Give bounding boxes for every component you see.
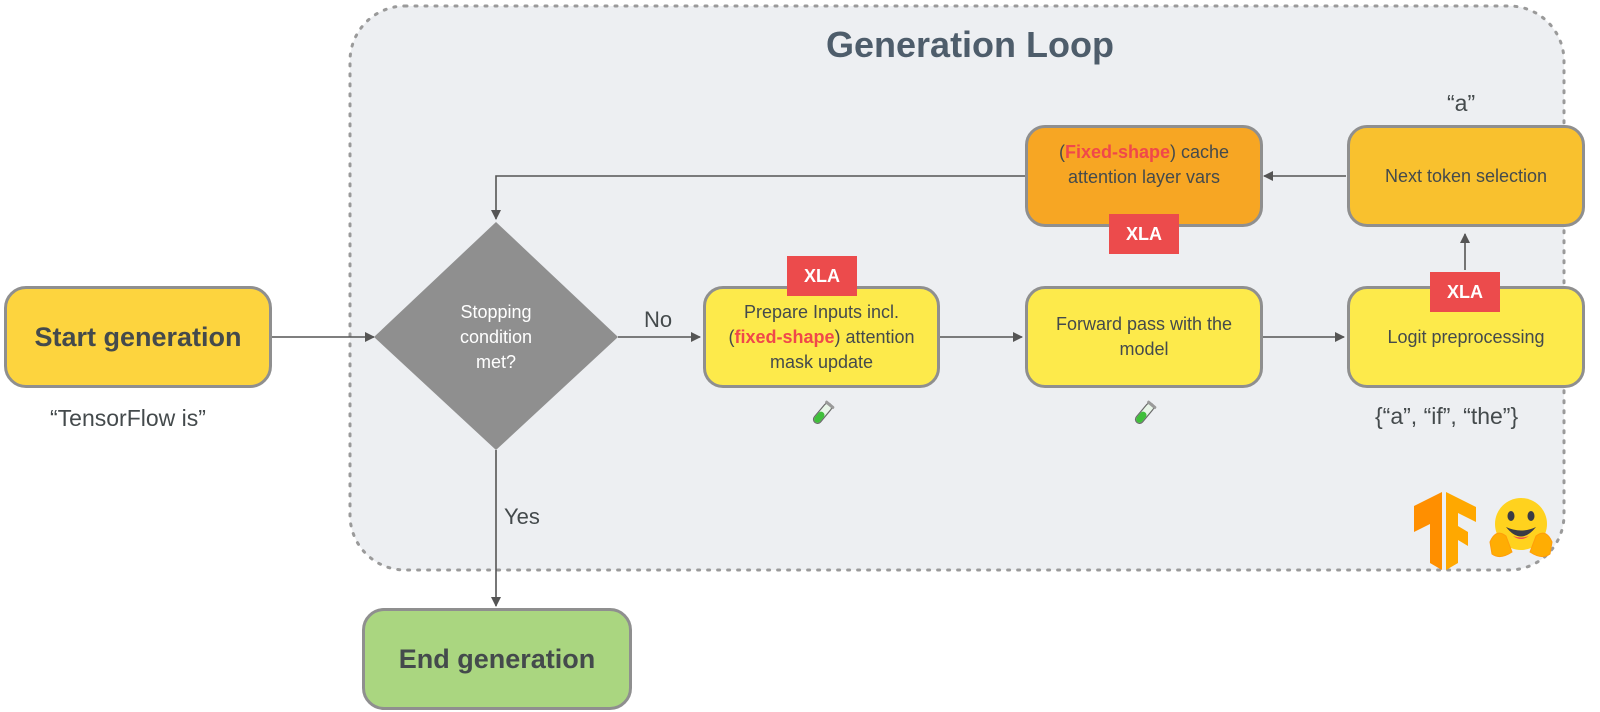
next-token-selection-node: Next token selection bbox=[1347, 125, 1585, 227]
start-generation-node: Start generation bbox=[4, 286, 272, 388]
forward-line-2: model bbox=[1119, 339, 1169, 359]
condition-line-3: met? bbox=[475, 352, 517, 372]
cache-attention-node: (Fixed-shape) cache attention layer vars bbox=[1025, 125, 1263, 227]
xla-badge-prepare: XLA bbox=[787, 256, 857, 296]
end-generation-node: End generation bbox=[362, 608, 632, 710]
generation-loop-title: Generation Loop bbox=[826, 24, 1114, 65]
xla-badge-cache: XLA bbox=[1109, 214, 1179, 254]
no-branch-label: No bbox=[644, 307, 673, 332]
prepare-line-2: (fixed-shape) attention bbox=[728, 326, 915, 347]
test-tube-icon bbox=[1134, 400, 1157, 424]
prepare-line-3: mask update bbox=[769, 351, 874, 372]
arrow-cache-to-condition bbox=[491, 175, 1025, 220]
end-generation-label: End generation bbox=[398, 643, 596, 674]
forward-line-1: Forward pass with the bbox=[1055, 314, 1233, 334]
test-tube-icon bbox=[812, 400, 835, 424]
tensorflow-logo-icon bbox=[1414, 492, 1476, 570]
condition-line-2: condition bbox=[459, 327, 533, 347]
xla-badge-logit: XLA bbox=[1430, 272, 1500, 312]
candidate-tokens-label: {“a”, “if”, “the”} bbox=[1375, 403, 1519, 429]
condition-line-1: Stopping bbox=[460, 302, 532, 322]
prepare-inputs-node: Prepare Inputs incl. (fixed-shape) atten… bbox=[703, 286, 940, 388]
prepare-line-1: Prepare Inputs incl. bbox=[743, 301, 900, 322]
cache-line-1: (Fixed-shape) cache bbox=[1058, 142, 1230, 162]
selected-token-label: “a” bbox=[1447, 90, 1476, 116]
fixed-shape-cache-highlight: Fixed-shape bbox=[1064, 142, 1170, 162]
yes-branch-label: Yes bbox=[504, 504, 540, 529]
forward-pass-node: Forward pass with the model bbox=[1025, 286, 1263, 388]
start-generation-label: Start generation bbox=[34, 321, 242, 352]
next-token-label: Next token selection bbox=[1384, 165, 1548, 186]
stopping-condition-label: Stopping condition met? bbox=[426, 300, 566, 375]
fixed-shape-highlight: fixed-shape bbox=[734, 326, 835, 347]
hugging-face-icon bbox=[1489, 498, 1553, 558]
logit-preprocessing-label: Logit preprocessing bbox=[1387, 326, 1545, 347]
cache-line-2: attention layer vars bbox=[1067, 167, 1221, 187]
stopping-condition-diamond bbox=[374, 222, 618, 450]
input-text-label: “TensorFlow is” bbox=[50, 405, 206, 431]
